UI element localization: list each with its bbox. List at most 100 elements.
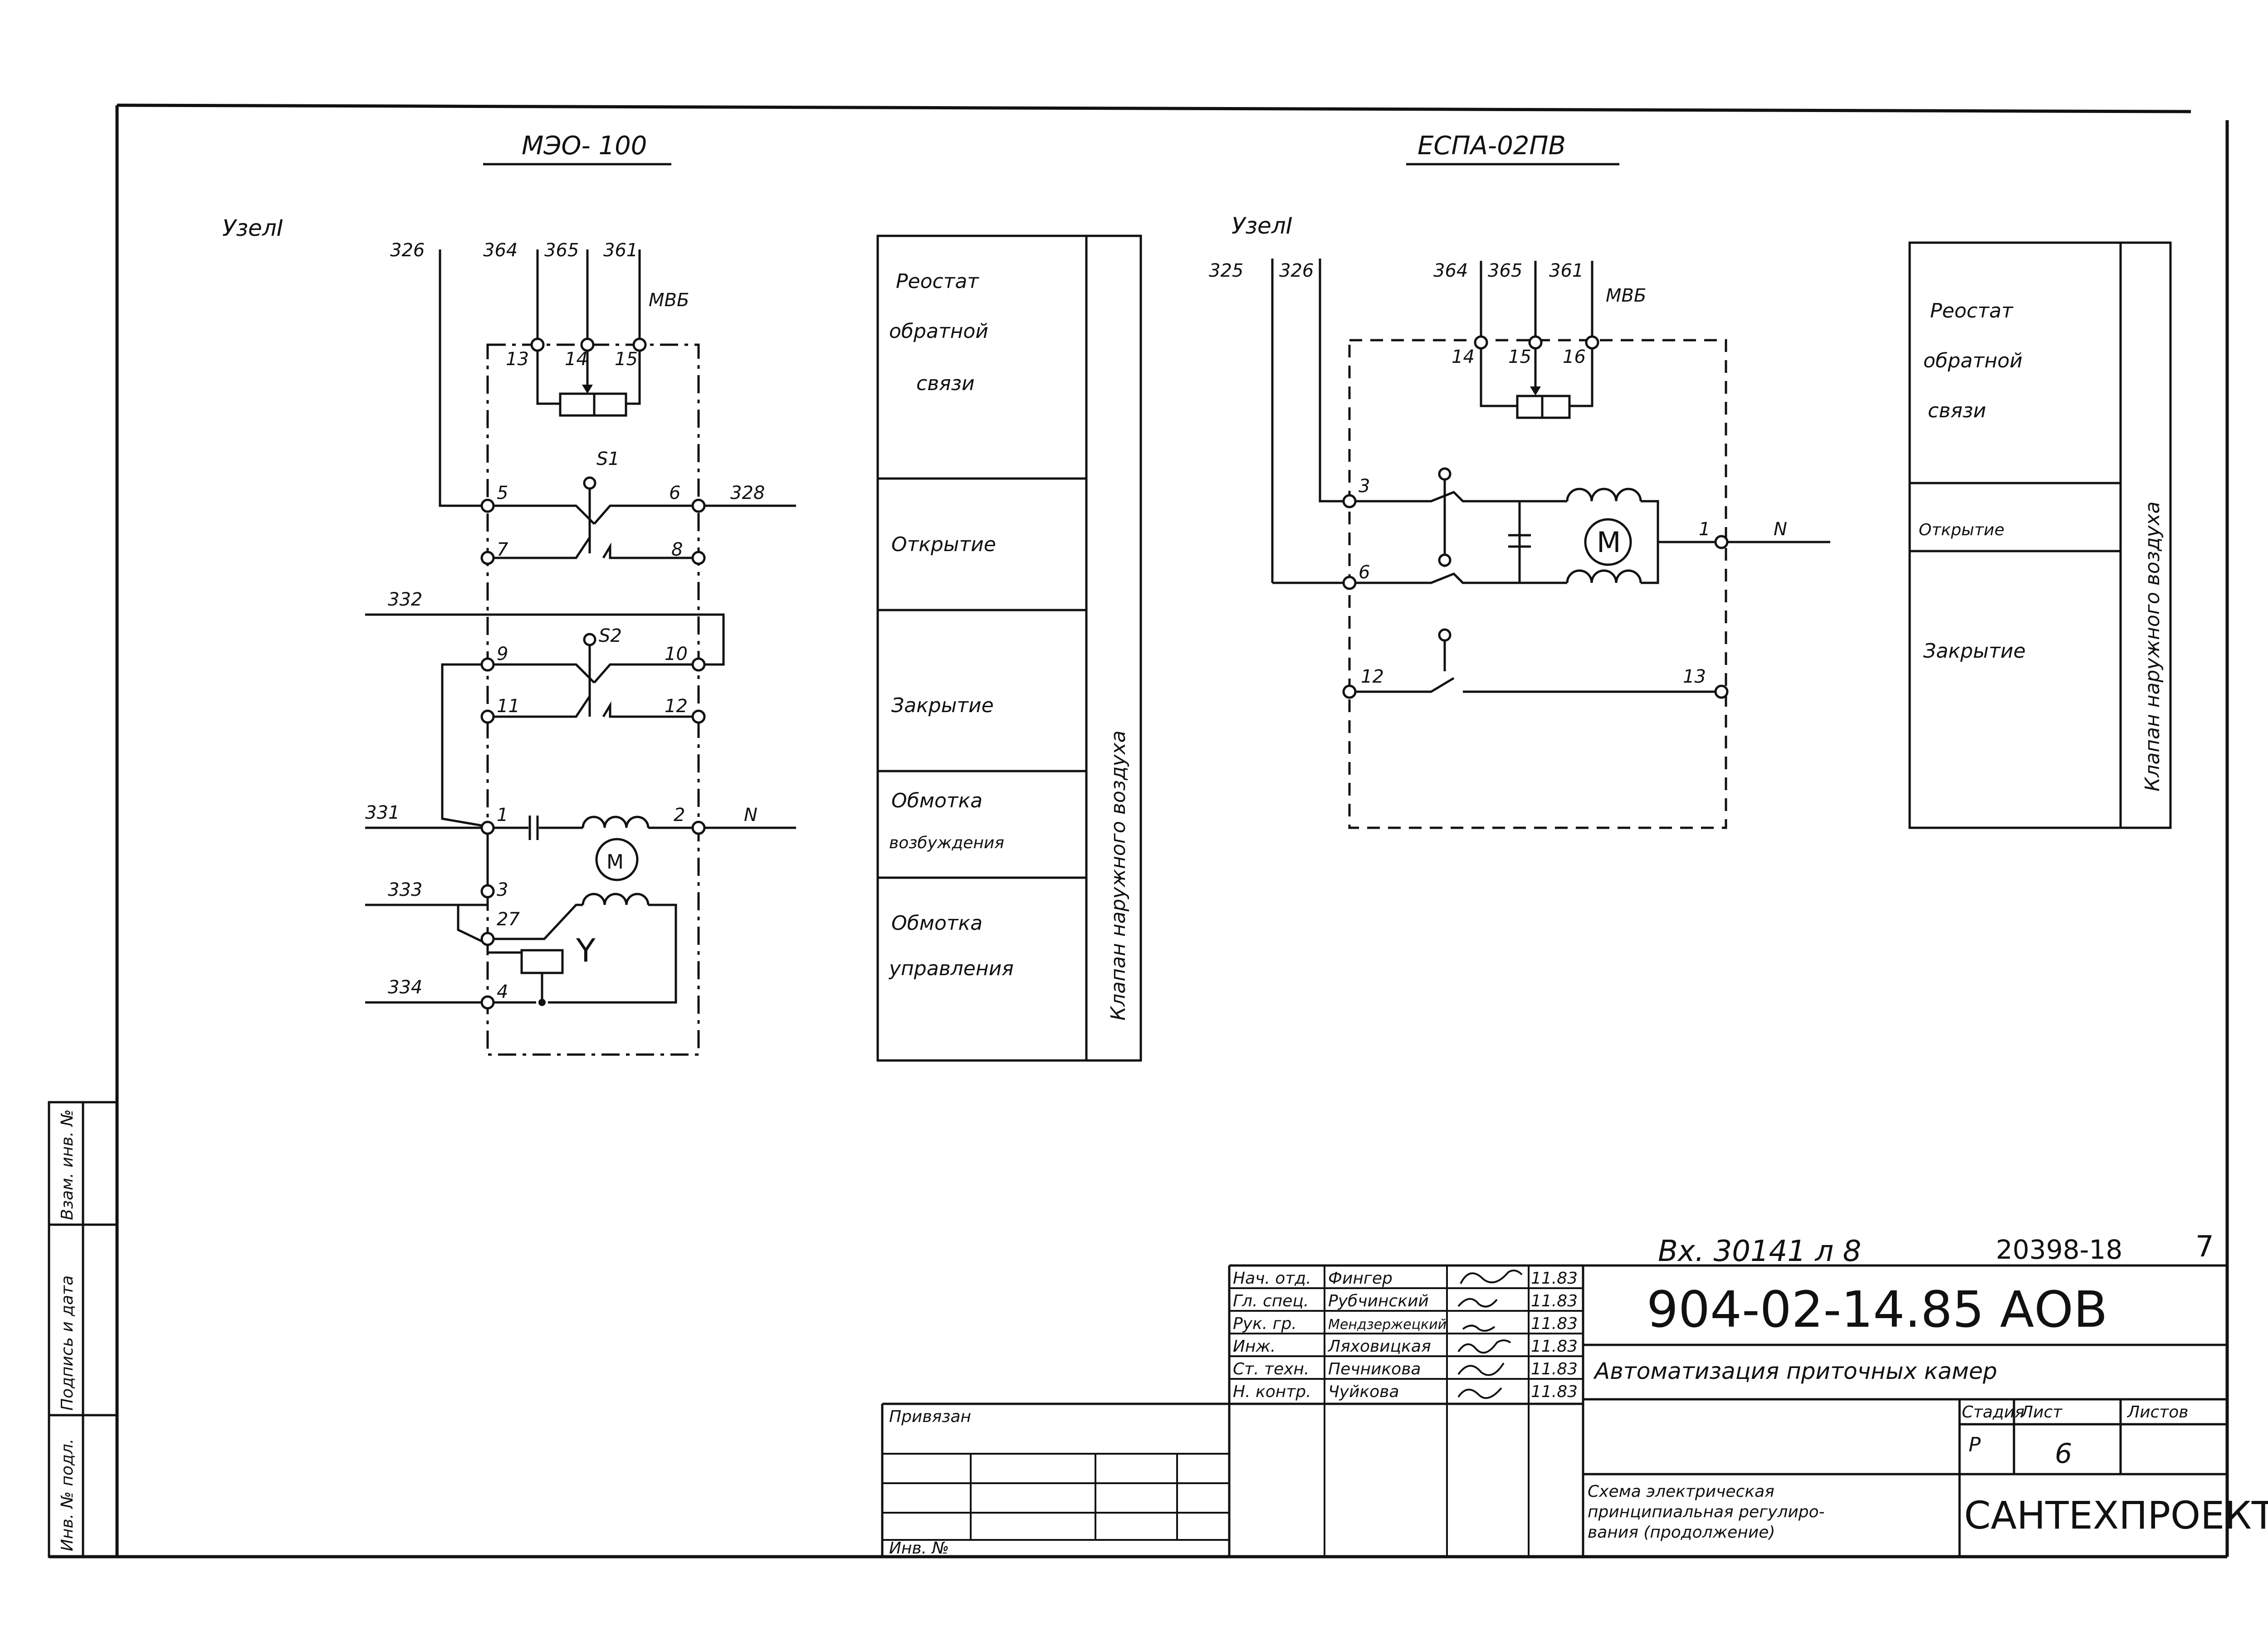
right-c14: 14 [1452, 347, 1475, 367]
left-c9: 9 [497, 644, 508, 664]
right-c13: 13 [1683, 666, 1706, 687]
left-s1: S1 [596, 449, 620, 469]
left-c3: 3 [497, 879, 508, 900]
page-number: 7 [2195, 1230, 2214, 1264]
drawing-title-2: принципиальная регулиро- [1588, 1503, 1825, 1521]
right-wire-361: 361 [1549, 260, 1584, 281]
date-1: 11.83 [1531, 1292, 1578, 1310]
right-legend-rheostat-2: обратной [1923, 349, 2023, 372]
role-4: Ст. техн. [1233, 1360, 1309, 1378]
role-0: Нач. отд. [1233, 1269, 1311, 1288]
left-legend-side: Клапан наружного воздуха [1107, 730, 1130, 1021]
left-legend-control-2: управления [888, 957, 1014, 980]
left-c13: 13 [506, 349, 529, 370]
left-motor-m: M [606, 850, 624, 874]
left-legend-table: Реостат обратной связи Открытие Закрытие… [876, 235, 1142, 1062]
right-c12: 12 [1361, 666, 1384, 687]
right-wire-n: N [1774, 519, 1787, 540]
left-diagram: МЭО- 100 УзелI 326 364 365 361 МВБ 13 14… [222, 131, 796, 1056]
left-wire-n: N [744, 805, 758, 826]
date-4: 11.83 [1531, 1360, 1578, 1378]
right-legend-rheostat-3: связи [1928, 399, 1986, 422]
left-c6: 6 [669, 483, 680, 503]
right-diagram: ЕСПА-02ПВ УзелI 325 326 364 365 361 МВБ … [1209, 131, 1830, 829]
left-c15: 15 [615, 349, 638, 370]
left-wire-365: 365 [544, 240, 579, 261]
left-c10: 10 [665, 644, 688, 664]
right-legend-open: Открытие [1919, 521, 2004, 539]
left-legend-excitation-2: возбуждения [889, 834, 1004, 852]
date-2: 11.83 [1531, 1314, 1578, 1333]
name-5: Чуйкова [1328, 1383, 1399, 1401]
left-wire-326: 326 [390, 240, 425, 261]
name-3: Ляховицкая [1327, 1337, 1431, 1356]
stage-value: Р [1969, 1433, 1981, 1456]
right-wire-326: 326 [1279, 260, 1314, 281]
side-stamp-replace: Взам. инв. № [58, 1109, 77, 1220]
right-legend-close: Закрытие [1923, 640, 2026, 663]
left-wire-333: 333 [388, 879, 422, 900]
left-c8: 8 [671, 539, 683, 560]
left-relay-y: Y [576, 932, 596, 969]
date-3: 11.83 [1531, 1337, 1578, 1356]
right-legend-table: Реостат обратной связи Открытие Закрытие… [1908, 241, 2172, 829]
right-wire-365: 365 [1488, 260, 1522, 281]
role-2: Рук. гр. [1233, 1314, 1297, 1333]
left-c14: 14 [565, 349, 588, 370]
bound-label: Привязан [889, 1407, 971, 1426]
left-legend-excitation-1: Обмотка [891, 789, 982, 812]
left-title: МЭО- 100 [522, 131, 647, 161]
title-block: Вх. 30141 л 8 20398-18 7 Привя [881, 1230, 2268, 1558]
right-legend-side: Клапан наружного воздуха [2141, 501, 2164, 792]
right-title: ЕСПА-02ПВ [1418, 131, 1566, 161]
right-node-label: УзелI [1232, 213, 1293, 239]
signature-marks [1457, 1270, 1523, 1399]
right-c3: 3 [1359, 476, 1370, 497]
inventory-label: Инв. № [889, 1539, 949, 1558]
left-c2: 2 [674, 805, 685, 826]
side-stamp-inv: Инв. № подл. [58, 1439, 77, 1551]
right-c1: 1 [1699, 519, 1710, 540]
left-legend-rheostat-2: обратной [889, 320, 988, 343]
right-wire-364: 364 [1433, 260, 1468, 281]
left-c5: 5 [497, 483, 508, 503]
left-wire-328: 328 [730, 483, 765, 503]
left-legend-open: Открытие [891, 533, 996, 556]
name-1: Рубчинский [1328, 1292, 1429, 1310]
role-3: Инж. [1233, 1337, 1276, 1356]
left-wire-364: 364 [483, 240, 518, 261]
date-5: 11.83 [1531, 1383, 1578, 1401]
role-5: Н. контр. [1233, 1383, 1311, 1401]
left-c12: 12 [665, 696, 688, 717]
left-legend-rheostat-1: Реостат [896, 270, 979, 293]
drawing-title-3: вания (продолжение) [1588, 1523, 1775, 1542]
document-code: 904-02-14.85 АОВ [1647, 1280, 2107, 1339]
sheet-value: 6 [2055, 1438, 2072, 1470]
right-c6: 6 [1359, 562, 1370, 583]
right-wire-325: 325 [1209, 260, 1243, 281]
side-stamp-signature: Подпись и дата [58, 1275, 77, 1411]
left-c1: 1 [497, 805, 508, 826]
role-1: Гл. спец. [1233, 1292, 1309, 1310]
sheet-frame [49, 103, 2229, 1559]
right-mvb: МВБ [1606, 285, 1646, 306]
right-legend-rheostat-1: Реостат [1930, 299, 2014, 322]
sheet-header: Лист [2020, 1403, 2063, 1422]
organization-name: САНТЕХПРОЕКТ [1964, 1493, 2268, 1538]
name-4: Печникова [1328, 1360, 1421, 1378]
left-c7: 7 [497, 539, 508, 560]
left-node-label: УзелI [222, 215, 284, 241]
sheet-code: 20398-18 [1996, 1234, 2122, 1265]
left-mvb: МВБ [649, 290, 689, 311]
left-legend-close: Закрытие [891, 694, 994, 717]
right-c16: 16 [1563, 347, 1586, 367]
stage-header: Стадия [1962, 1403, 2024, 1422]
name-0: Фингер [1328, 1269, 1393, 1288]
left-wire-361: 361 [603, 240, 638, 261]
left-c27: 27 [497, 909, 520, 930]
drawing-title-1: Схема электрическая [1588, 1482, 1774, 1501]
right-motor-m: M [1597, 526, 1621, 559]
name-2: Мендзержецкий [1328, 1317, 1447, 1333]
side-stamp: Взам. инв. № Подпись и дата Инв. № подл. [48, 1101, 118, 1558]
project-name: Автоматизация приточных камер [1593, 1358, 1997, 1384]
